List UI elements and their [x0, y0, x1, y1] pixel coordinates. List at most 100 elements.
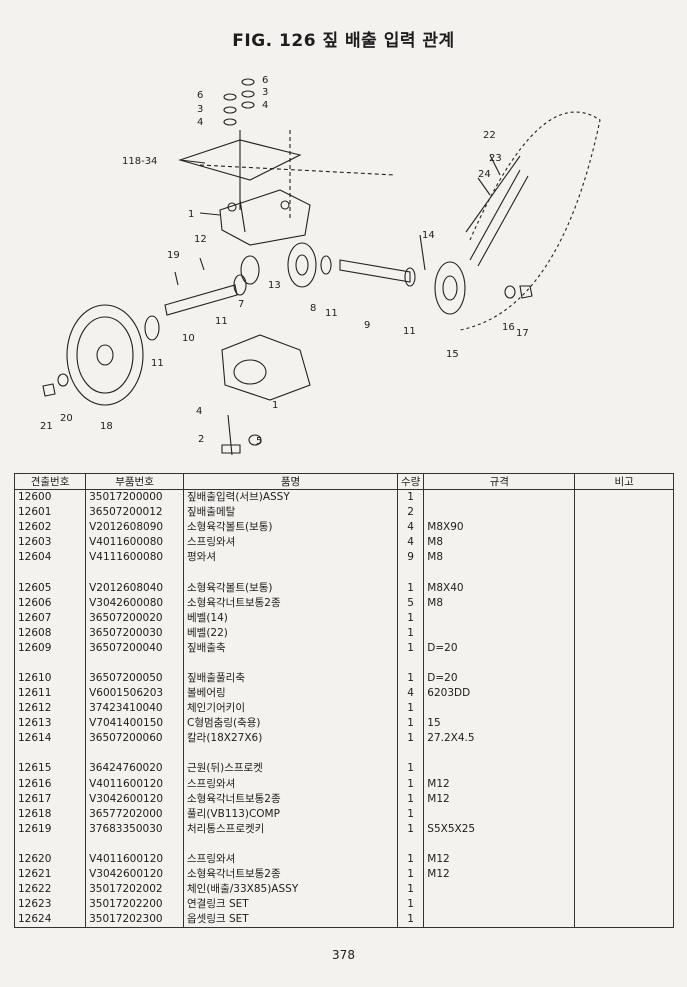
cell-part-no: V2012608090 [85, 520, 185, 536]
callout-8: 8 [310, 303, 316, 314]
callout-6-left: 6 [197, 90, 203, 101]
cell-part-no: 35017200000 [85, 489, 185, 506]
header-quantity: 수량 [397, 473, 425, 490]
spacer-cell [397, 746, 425, 762]
cell-ref-no: 12609 [13, 640, 87, 656]
cell-part-no: V3042600080 [85, 595, 185, 611]
cell-remarks [574, 731, 674, 747]
callout-3-left: 3 [197, 104, 203, 115]
callout-9: 9 [364, 320, 370, 331]
cell-part-name: 베벨(14) [183, 610, 399, 626]
callout-11-a: 11 [215, 316, 228, 327]
cell-spec: 6203DD [423, 686, 576, 702]
header-ref-no: 견출번호 [13, 473, 87, 490]
callout-7: 7 [238, 299, 244, 310]
cell-remarks [574, 701, 674, 717]
cell-ref-no: 12615 [13, 761, 87, 777]
output-shaft [339, 259, 411, 283]
cell-spec [423, 505, 576, 521]
cell-part-no: 36507200040 [85, 640, 185, 656]
cell-part-no: V2012608040 [85, 580, 185, 596]
cell-quantity: 1 [397, 791, 425, 807]
table-spacer-row [13, 565, 674, 581]
cell-part-name: 소형육각너트보통2종 [183, 791, 399, 807]
spacer-cell [13, 655, 87, 671]
callout-21: 21 [40, 421, 53, 432]
cell-remarks [574, 610, 674, 626]
cell-part-no: V3042600120 [85, 866, 185, 883]
cell-part-name: 짚배출메탈 [183, 505, 399, 521]
cell-remarks [574, 806, 674, 822]
cell-remarks [574, 505, 674, 521]
cell-part-name: 처리통스프로켓키 [183, 821, 399, 837]
cell-part-name: 소형육각너트보통2종 [183, 866, 399, 883]
cell-quantity: 1 [397, 640, 425, 656]
cell-ref-no: 12621 [13, 866, 87, 883]
spacer-cell [574, 655, 674, 671]
callout-19: 19 [167, 250, 180, 261]
cell-ref-no: 12622 [13, 882, 87, 898]
chain-links [465, 155, 529, 267]
cell-quantity: 1 [397, 851, 425, 867]
callout-4-left: 4 [197, 117, 203, 128]
cell-quantity: 1 [397, 489, 425, 506]
cell-ref-no: 12618 [13, 806, 87, 822]
cell-quantity: 1 [397, 761, 425, 777]
gearbox-lower-housing [221, 334, 311, 401]
cell-part-name: 연결링크 SET [183, 897, 399, 913]
cell-part-name: 옵셋링크 SET [183, 912, 399, 929]
cell-ref-no: 12602 [13, 520, 87, 536]
header-part-name: 품명 [183, 473, 399, 490]
spacer-cell [183, 655, 399, 671]
cell-quantity: 1 [397, 625, 425, 641]
cell-spec: M12 [423, 851, 576, 867]
callout-11-b: 11 [325, 308, 338, 319]
cell-remarks [574, 912, 674, 929]
spacer-cell [397, 655, 425, 671]
cell-quantity: 1 [397, 897, 425, 913]
exploded-diagram-drawing: 6 3 4 6 3 4 118-34 1 19 12 13 7 11 8 11 … [40, 75, 601, 456]
cell-remarks [574, 520, 674, 536]
cell-spec: 15 [423, 716, 576, 732]
cell-ref-no: 12607 [13, 610, 87, 626]
cell-part-name: 짚배출축 [183, 640, 399, 656]
callout-12: 12 [194, 234, 207, 245]
pulley-shaft [164, 284, 238, 316]
cell-part-name: 스프링와셔 [183, 776, 399, 792]
rear-sprocket [434, 261, 466, 315]
cell-part-name: 소형육각너트보통2종 [183, 595, 399, 611]
cell-remarks [574, 640, 674, 656]
cell-part-no: 36507200020 [85, 610, 185, 626]
spacer-cell [423, 655, 576, 671]
cell-part-no: 37683350030 [85, 821, 185, 837]
cell-ref-no: 12601 [13, 505, 87, 521]
cell-spec: M8X90 [423, 520, 576, 536]
cell-part-no: 35017202200 [85, 897, 185, 913]
cell-quantity: 1 [397, 806, 425, 822]
cell-part-name: 체인(배출/33X85)ASSY [183, 882, 399, 898]
cell-spec [423, 701, 576, 717]
cell-spec: D=20 [423, 670, 576, 687]
cell-part-no: 36577202000 [85, 806, 185, 822]
cell-quantity: 1 [397, 610, 425, 626]
cell-quantity: 1 [397, 731, 425, 747]
cell-part-name: 근원(뒤)스프로켓 [183, 761, 399, 777]
callout-15: 15 [446, 349, 459, 360]
cell-part-name: 짚배출풀리축 [183, 670, 399, 687]
exploded-parts-diagram: 6 3 4 6 3 4 118-34 1 19 12 13 7 11 8 11 … [0, 60, 687, 468]
cell-quantity: 1 [397, 580, 425, 596]
cell-remarks [574, 670, 674, 687]
spacer-cell [85, 836, 185, 852]
table-spacer-row [13, 746, 674, 762]
spacer-cell [423, 836, 576, 852]
cell-part-name: 스프링와셔 [183, 535, 399, 551]
cell-ref-no: 12605 [13, 580, 87, 596]
cell-part-name: 소형육각볼트(보통) [183, 580, 399, 596]
cell-ref-no: 12624 [13, 912, 87, 929]
table-spacer-row [13, 655, 674, 671]
